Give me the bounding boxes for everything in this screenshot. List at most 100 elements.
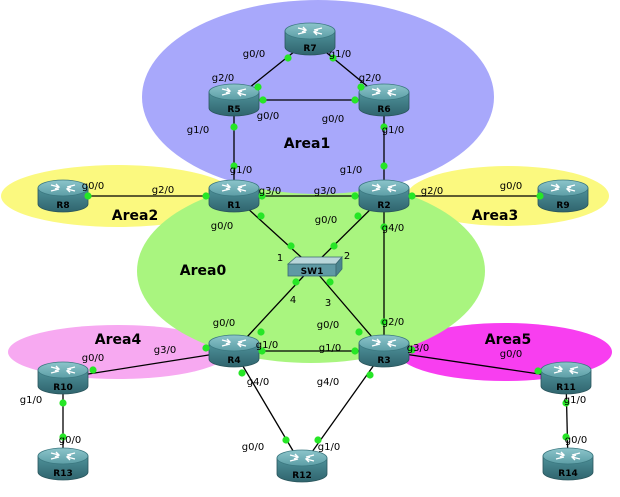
area3-label: Area3 — [472, 208, 518, 224]
switch-label: SW1 — [301, 267, 324, 277]
router-label: R4 — [227, 356, 240, 366]
router-arrows-icon — [289, 453, 315, 463]
router-arrows-icon — [50, 183, 76, 193]
router-icon-top — [540, 361, 592, 379]
port-label-r1: g0/0 — [211, 221, 233, 232]
link-endpoint-dot — [59, 399, 67, 407]
router-r6[interactable]: R6 — [358, 83, 410, 117]
router-r2[interactable]: R2 — [358, 179, 410, 213]
router-arrows-icon — [221, 183, 247, 193]
area5-label: Area5 — [485, 332, 531, 348]
router-r5[interactable]: R5 — [208, 83, 260, 117]
port-label-r9: g0/0 — [500, 181, 522, 192]
port-label-r1: g3/0 — [259, 186, 281, 197]
port-label-r3: g0/0 — [317, 320, 339, 331]
router-r3[interactable]: R3 — [358, 334, 410, 368]
router-r13[interactable]: R13 — [37, 447, 89, 481]
link-endpoint-dot — [534, 367, 542, 375]
link-endpoint-dot — [562, 433, 570, 441]
switch-sw1[interactable]: SW1 — [286, 255, 343, 278]
area2-label: Area2 — [112, 208, 158, 224]
port-label-r2: g0/0 — [315, 215, 337, 226]
port-label-r2: g2/0 — [421, 186, 443, 197]
router-r8[interactable]: R8 — [37, 179, 89, 213]
area1-region — [142, 0, 494, 194]
port-label-r8: g0/0 — [82, 181, 104, 192]
router-icon-top — [208, 83, 260, 101]
port-label-r2: g4/0 — [382, 223, 404, 234]
router-r1[interactable]: R1 — [208, 179, 260, 213]
router-arrows-icon — [221, 338, 247, 348]
port-label-r7: g0/0 — [243, 49, 265, 60]
port-label-sw1: 2 — [344, 251, 350, 262]
router-r9[interactable]: R9 — [537, 179, 589, 213]
router-icon-top — [37, 179, 89, 197]
link-endpoint-dot — [536, 192, 544, 200]
port-label-sw1: 3 — [325, 298, 331, 309]
switch-icon-top — [286, 256, 343, 265]
link-endpoint-dot — [355, 328, 363, 336]
link-endpoint-dot — [357, 83, 365, 91]
link-endpoint-dot — [408, 192, 416, 200]
port-label-r4: g4/0 — [247, 377, 269, 388]
port-label-r6: g1/0 — [382, 125, 404, 136]
area0-label: Area0 — [180, 263, 227, 279]
router-arrows-icon — [555, 451, 581, 461]
router-r7[interactable]: R7 — [284, 22, 336, 56]
port-label-r4: g1/0 — [256, 340, 278, 351]
router-label: R10 — [53, 383, 72, 393]
port-label-r5: g2/0 — [212, 73, 234, 84]
port-label-r11: g0/0 — [500, 349, 522, 360]
link-endpoint-dot — [380, 223, 388, 231]
router-icon-top — [37, 447, 89, 465]
router-r12[interactable]: R12 — [276, 449, 328, 483]
router-arrows-icon — [550, 183, 576, 193]
router-arrows-icon — [50, 365, 76, 375]
port-label-r14: g0/0 — [565, 435, 587, 446]
link-r3-r12[interactable] — [301, 350, 385, 467]
link-endpoint-dot — [351, 96, 359, 104]
router-r14[interactable]: R14 — [542, 447, 594, 481]
link-endpoint-dot — [326, 278, 334, 286]
router-arrows-icon — [371, 183, 397, 193]
link-endpoint-dot — [380, 162, 388, 170]
link-endpoint-dot — [380, 123, 388, 131]
link-endpoint-dot — [380, 318, 388, 326]
router-label: R6 — [377, 105, 390, 115]
router-label: R2 — [377, 201, 390, 211]
router-icon-top — [284, 22, 336, 40]
port-label-sw1: 4 — [290, 295, 296, 306]
router-label: R1 — [227, 201, 240, 211]
router-label: R14 — [558, 469, 577, 479]
router-icon-top — [208, 179, 260, 197]
port-label-sw1: 1 — [277, 253, 283, 264]
port-label-r10: g0/0 — [82, 353, 104, 364]
router-arrows-icon — [221, 87, 247, 97]
area1-label: Area1 — [284, 136, 330, 152]
router-icon-top — [542, 447, 594, 465]
router-icon-top — [276, 449, 328, 467]
link-r4-r12[interactable] — [233, 350, 303, 467]
port-label-r3: g4/0 — [317, 377, 339, 388]
port-label-r6: g2/0 — [359, 73, 381, 84]
router-label: R5 — [227, 105, 240, 115]
port-label-r6: g0/0 — [322, 114, 344, 125]
link-endpoint-dot — [330, 242, 338, 250]
link-endpoint-dot — [351, 347, 359, 355]
port-label-r12: g0/0 — [242, 442, 264, 453]
port-label-r3: g3/0 — [407, 343, 429, 354]
router-r11[interactable]: R11 — [540, 361, 592, 395]
link-endpoint-dot — [314, 436, 322, 444]
link-r10-r4[interactable] — [62, 350, 235, 379]
router-label: R9 — [556, 201, 569, 211]
router-r10[interactable]: R10 — [37, 361, 89, 395]
link-endpoint-dot — [351, 192, 359, 200]
router-r4[interactable]: R4 — [208, 334, 260, 368]
port-label-r10: g1/0 — [20, 395, 42, 406]
link-endpoint-dot — [202, 192, 210, 200]
router-label: R3 — [377, 356, 390, 366]
port-label-r3: g2/0 — [382, 317, 404, 328]
router-arrows-icon — [553, 365, 579, 375]
